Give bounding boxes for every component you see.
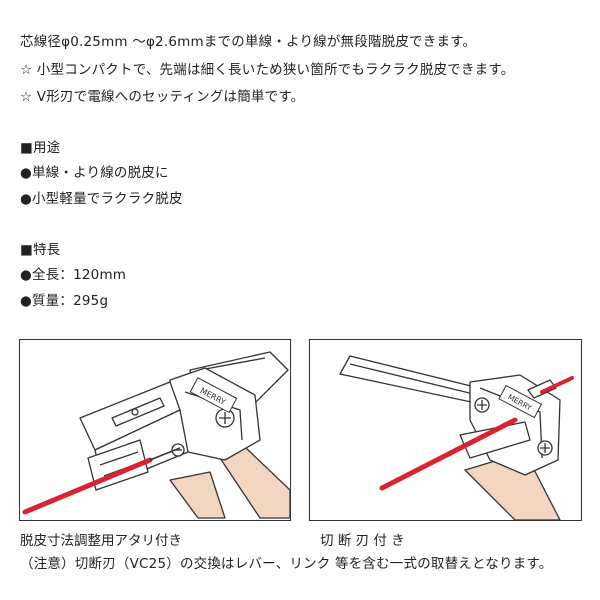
- figure-left-box: MERRY: [19, 339, 291, 521]
- features-item-length: ●全長：120mm: [20, 267, 127, 283]
- intro-line-2: ☆ 小型コンパクトで、先端は細く長いため狭い箇所でもラクラク脱皮できます。: [20, 62, 515, 78]
- note-text: （注意）切断刃（VC25）の交換はレバー、リンク 等を含む一式の取替えとなります…: [20, 556, 553, 572]
- stripper-illustration-right: MERRY: [339, 355, 574, 520]
- figure-right-box: MERRY: [309, 339, 582, 521]
- features-heading: ■特長: [20, 242, 61, 258]
- features-item-mass: ●質量：295g: [20, 293, 109, 309]
- usage-item-1: ●単線・より線の脱皮に: [20, 165, 169, 181]
- usage-item-2: ●小型軽量でラクラク脱皮: [20, 191, 183, 207]
- intro-line-1: 芯線径φ0.25mm ～φ2.6mmまでの単線・より線が無段階脱皮できます。: [20, 34, 477, 50]
- stripper-illustration-left: MERRY: [22, 351, 290, 519]
- figure-left-caption: 脱皮寸法調整用アタリ付き: [20, 533, 182, 549]
- figure-right-caption: 切 断 刃 付 き: [320, 533, 405, 549]
- intro-line-3: ☆ V形刃で電線へのセッティングは簡単です。: [20, 89, 305, 105]
- usage-heading: ■用途: [20, 140, 61, 156]
